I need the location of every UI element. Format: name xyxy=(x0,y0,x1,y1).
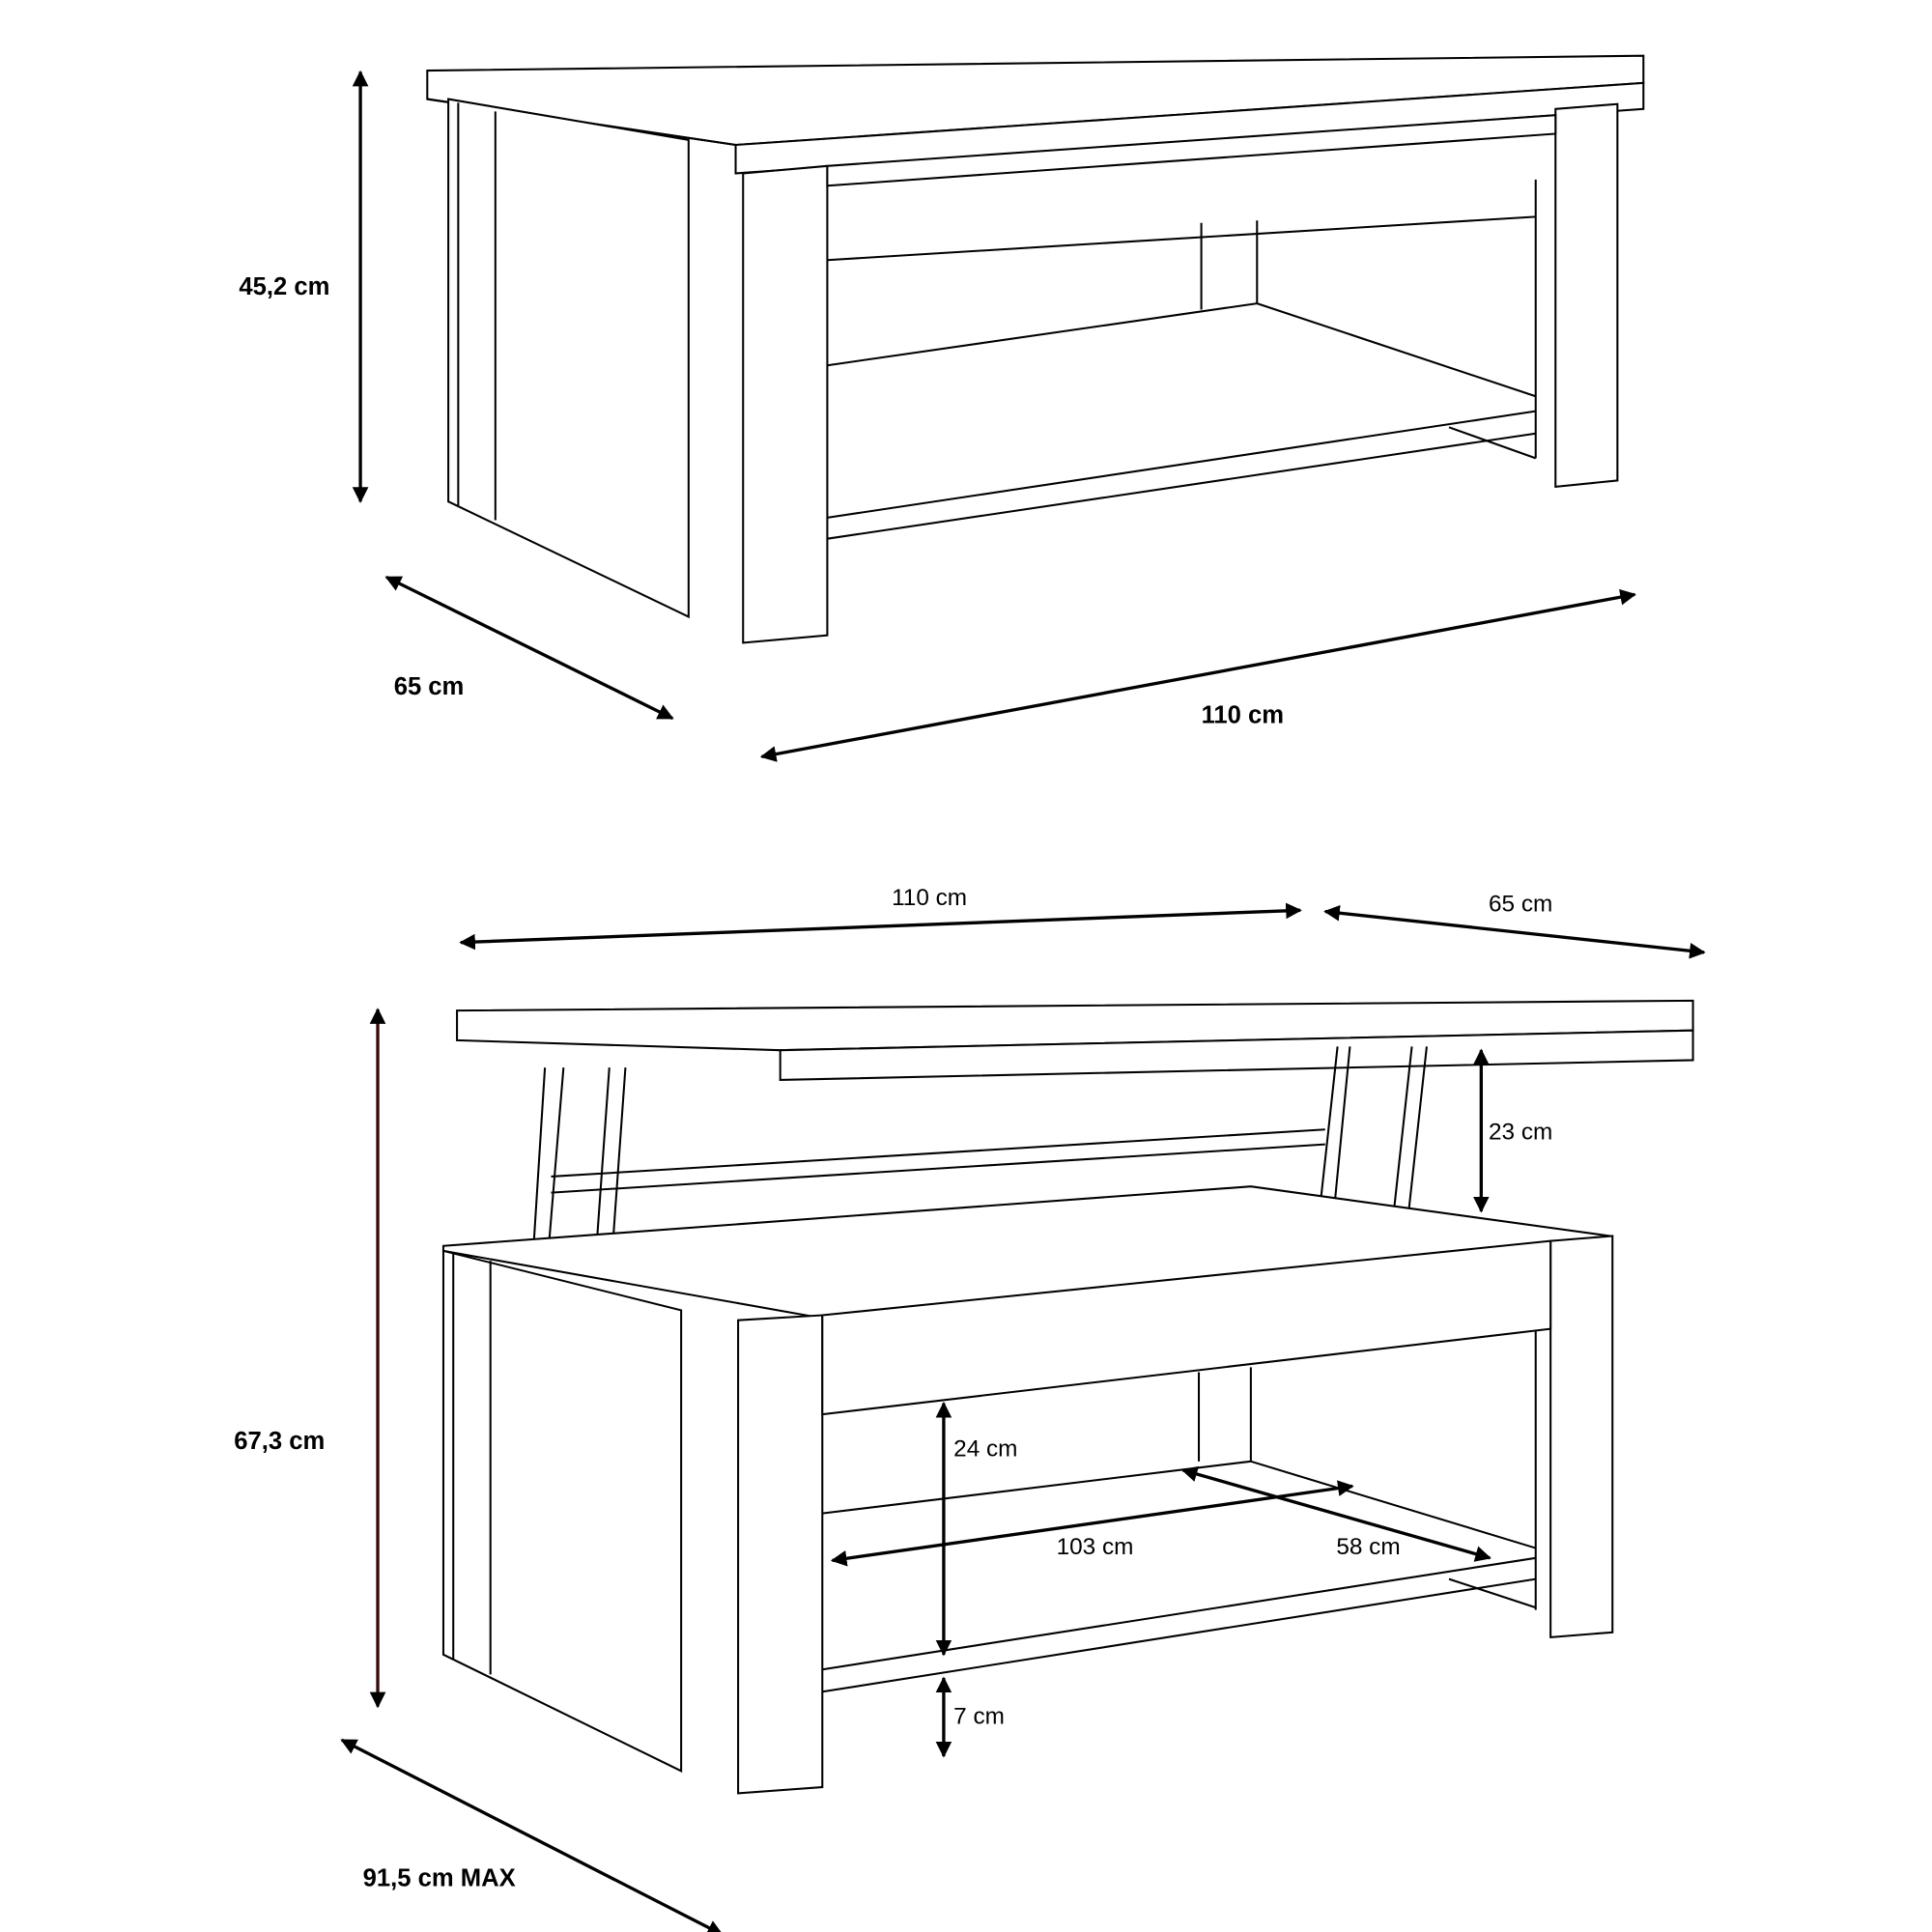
max-height-label: 67,3 cm xyxy=(234,1428,325,1455)
depth-arrow xyxy=(384,575,674,721)
top-width-label: 110 cm xyxy=(892,885,967,911)
shelf-depth-label: 58 cm xyxy=(1336,1534,1400,1560)
side-panel xyxy=(447,98,690,619)
closed-table-drawing xyxy=(426,54,1645,644)
lift-mechanism-right xyxy=(1314,1046,1428,1251)
shelf-width-label: 103 cm xyxy=(1057,1534,1134,1560)
height-label: 45,2 cm xyxy=(239,273,329,300)
lifted-leg-left xyxy=(737,1314,824,1795)
top-depth-label: 65 cm xyxy=(1489,892,1552,918)
width-arrow xyxy=(759,588,1636,762)
top-depth-arrow xyxy=(1323,904,1706,959)
max-depth-label: 91,5 cm MAX xyxy=(363,1865,516,1892)
top-width-arrow xyxy=(459,902,1302,951)
floor-gap-label: 7 cm xyxy=(953,1704,1005,1730)
shelf-gap-label: 24 cm xyxy=(953,1436,1017,1463)
shelf-depth-arrow xyxy=(1180,1465,1492,1562)
front-leg-left xyxy=(742,164,829,644)
lift-label: 23 cm xyxy=(1489,1119,1552,1145)
lifted-side-panel xyxy=(441,1249,683,1773)
max-depth-arrow xyxy=(340,1738,724,1932)
lift-mechanism-left xyxy=(531,1067,627,1276)
depth-label: 65 cm xyxy=(394,673,465,700)
lifted-leg-right xyxy=(1549,1235,1614,1638)
lifted-table-drawing xyxy=(441,999,1694,1795)
front-leg-right xyxy=(1554,102,1619,488)
width-label: 110 cm xyxy=(1202,702,1285,729)
